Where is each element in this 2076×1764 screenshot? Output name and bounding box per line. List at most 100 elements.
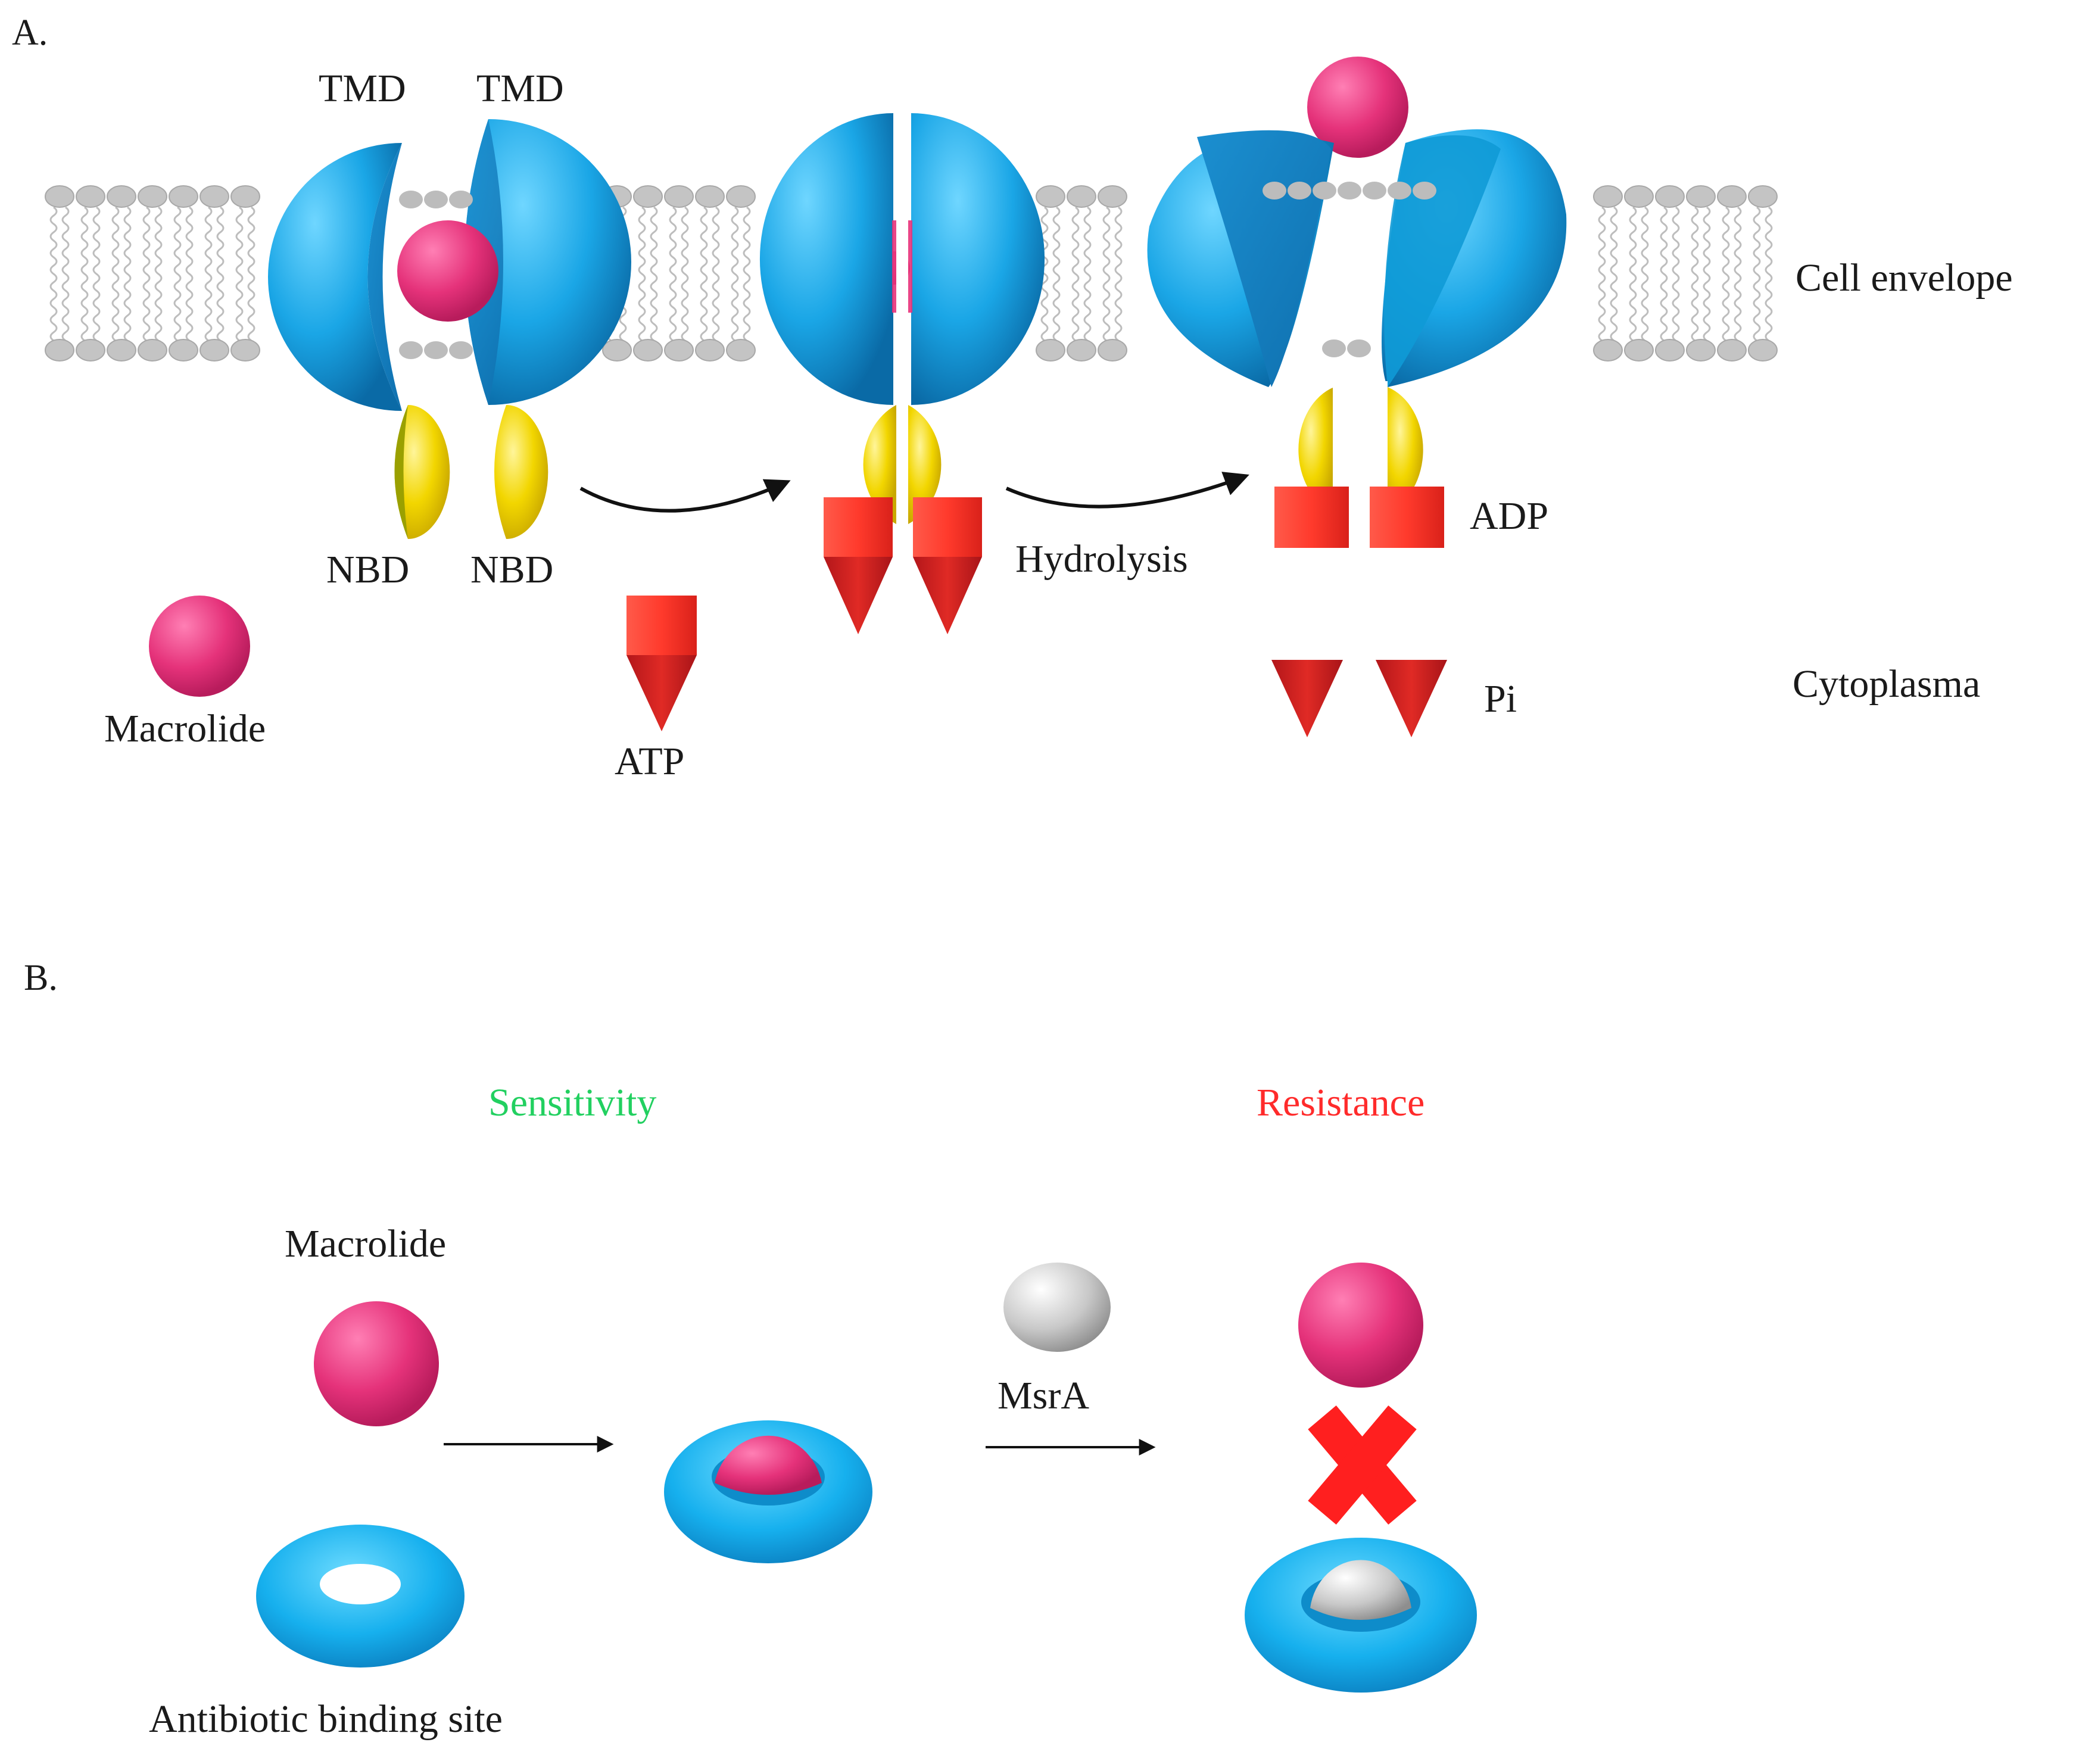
lipid-tail <box>669 206 677 342</box>
lipid-tail <box>650 206 658 342</box>
atp-label: ATP <box>615 740 684 783</box>
lipid-head <box>107 185 136 208</box>
lipid-head <box>230 185 260 208</box>
lipid-head <box>1748 339 1778 361</box>
nbd-right-shape <box>494 405 548 540</box>
transporter-state-outward <box>1147 57 1567 518</box>
lipid-bilayer <box>45 185 1778 361</box>
cytoplasma-label: Cytoplasma <box>1793 662 1980 706</box>
lipid-head <box>138 185 167 208</box>
lipid-head <box>169 185 198 208</box>
nbd-left-shape <box>394 405 450 540</box>
tmd-right-label: TMD <box>476 67 564 110</box>
lipid-head <box>230 339 260 361</box>
nbd-left-label: NBD <box>326 548 409 591</box>
lipid-head <box>1686 339 1716 361</box>
lipid-head <box>107 339 136 361</box>
lipid-head <box>602 339 632 361</box>
resistance-label: Resistance <box>1257 1081 1424 1124</box>
block-x-icon <box>1308 1405 1417 1525</box>
lipid-head <box>138 339 167 361</box>
nbd-right-label: NBD <box>470 548 553 591</box>
lipid-head <box>1686 185 1716 208</box>
lipid-tail <box>1660 206 1668 342</box>
lipid-tail <box>731 206 739 342</box>
lipid-head <box>1655 185 1685 208</box>
lipid-head <box>664 339 694 361</box>
lipid-head <box>1655 339 1685 361</box>
lipid-head <box>695 339 725 361</box>
lipid-tail <box>204 206 213 342</box>
lipid-head <box>169 339 198 361</box>
lipid-tail <box>1703 206 1711 342</box>
macrolide-bound <box>397 220 498 322</box>
lipid-tail <box>1083 206 1092 342</box>
msra-protein <box>1003 1263 1111 1352</box>
arrow-step-1 <box>579 479 791 513</box>
lipid-head <box>1036 185 1065 208</box>
lipid-tail <box>681 206 689 342</box>
lipid-head <box>1067 339 1096 361</box>
lipid-tail <box>1734 206 1742 342</box>
lipid-tail <box>743 206 751 342</box>
sensitivity-label: Sensitivity <box>488 1081 656 1124</box>
atp-molecule <box>626 596 697 731</box>
lipid-tail <box>1598 206 1606 342</box>
lipid-head <box>726 185 756 208</box>
lipid-tail <box>154 206 163 342</box>
lipid-head <box>76 339 105 361</box>
lipid-head <box>1717 339 1747 361</box>
lipid-tail <box>1765 206 1773 342</box>
macrolide-free-b <box>314 1301 439 1426</box>
arrow-step-2 <box>1005 472 1249 509</box>
lipid-tail <box>185 206 194 342</box>
macrolide-label-b: Macrolide <box>285 1222 446 1266</box>
lipid-head <box>1593 185 1623 208</box>
adp-label: ADP <box>1470 494 1548 538</box>
lipid-tail <box>1722 206 1730 342</box>
lipid-tail <box>1641 206 1649 342</box>
lipid-head <box>200 185 229 208</box>
msra-label: MsrA <box>998 1374 1089 1417</box>
lipid-tail <box>1040 206 1049 342</box>
pi-molecules <box>1271 660 1447 737</box>
lipid-tail <box>1052 206 1061 342</box>
lipid-tail <box>111 206 120 342</box>
lipid-tail <box>700 206 708 342</box>
lipid-tail <box>49 206 58 342</box>
lipid-head <box>1098 185 1127 208</box>
lipid-head <box>1593 339 1623 361</box>
transporter-state-inward <box>268 119 631 540</box>
lipid-tail <box>1753 206 1761 342</box>
lipid-tail <box>123 206 132 342</box>
lipid-tail <box>1102 206 1111 342</box>
lipid-tail <box>1610 206 1618 342</box>
pi-label: Pi <box>1484 677 1517 721</box>
lipid-tail <box>712 206 720 342</box>
lipid-head <box>633 339 663 361</box>
hydrolysis-label: Hydrolysis <box>1015 537 1188 581</box>
lipid-tail <box>638 206 646 342</box>
macrolide-released <box>1307 57 1408 158</box>
binding-site-label: Antibiotic binding site <box>149 1697 503 1741</box>
lipid-tail <box>216 206 225 342</box>
lipid-tail <box>1629 206 1637 342</box>
tmd-left-label: TMD <box>319 67 406 110</box>
lipid-head <box>1717 185 1747 208</box>
lipid-tail <box>1672 206 1680 342</box>
lipid-head <box>45 185 74 208</box>
lipid-tail <box>1691 206 1699 342</box>
macrolide-label-a: Macrolide <box>104 707 266 750</box>
lipid-tail <box>61 206 70 342</box>
panel-b-label: B. <box>24 958 58 998</box>
lipid-head <box>664 185 694 208</box>
cell-envelope-label: Cell envelope <box>1796 256 2013 300</box>
lipid-tail <box>80 206 89 342</box>
lipid-head <box>1036 339 1065 361</box>
lipid-head <box>1624 339 1654 361</box>
macrolide-free <box>149 596 250 697</box>
lipid-tail <box>1071 206 1080 342</box>
lipid-tail <box>235 206 244 342</box>
lipid-head <box>726 339 756 361</box>
